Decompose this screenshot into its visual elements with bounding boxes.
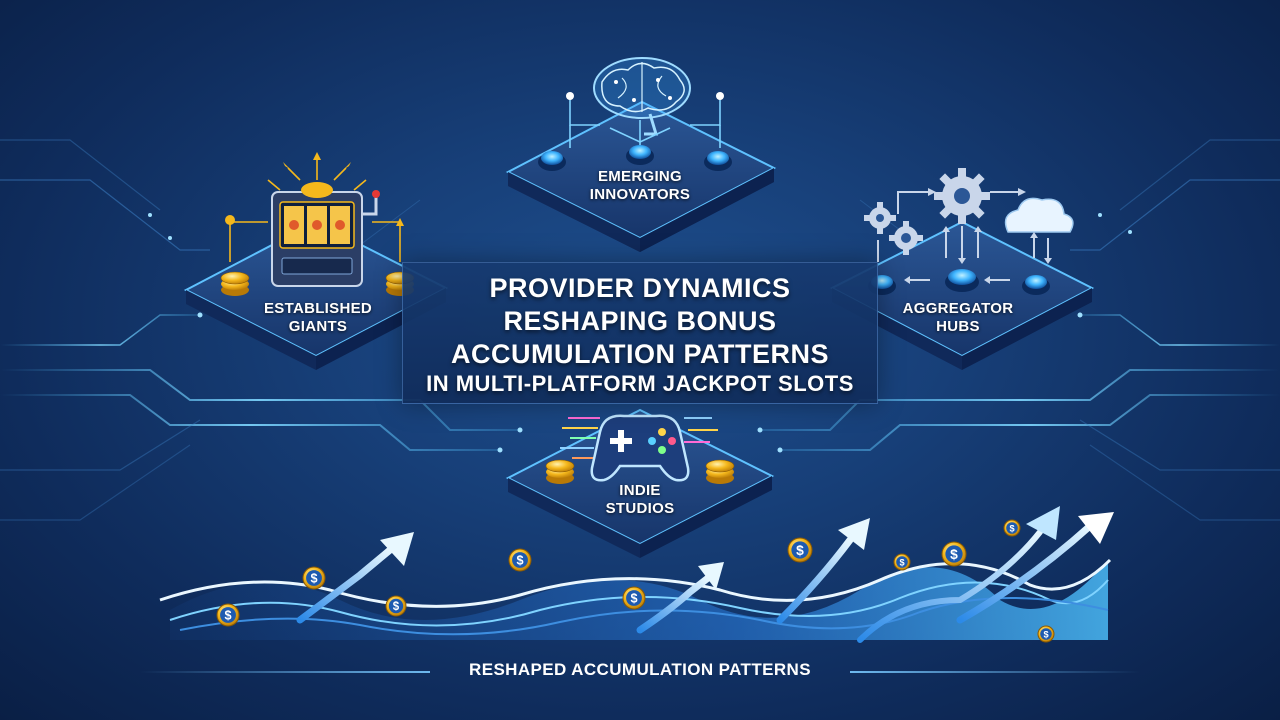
coin-symbol: $: [630, 592, 637, 606]
title-line-2: RESHAPING BONUS: [503, 306, 777, 336]
dollar-coin-icon: $: [302, 566, 326, 590]
coin-symbol: $: [899, 557, 904, 567]
title-line-3: ACCUMULATION PATTERNS: [451, 339, 829, 369]
platform-indie-studios: [505, 408, 775, 558]
node-label-emerging-innovators: EMERGING INNOVATORS: [570, 168, 710, 204]
node-label-line: HUBS: [936, 318, 980, 335]
node-button: [626, 145, 654, 165]
platform-emerging-innovators: [505, 57, 777, 252]
gamepad-icon: [590, 414, 690, 482]
title-line-4: IN MULTI-PLATFORM JACKPOT SLOTS: [426, 371, 854, 396]
node-label-aggregator-hubs: AGGREGATOR HUBS: [888, 300, 1028, 336]
node-label-indie-studios: INDIE STUDIOS: [578, 482, 702, 518]
node-button: [704, 151, 732, 171]
node-button: [1022, 275, 1050, 295]
coin-symbol: $: [1043, 629, 1048, 639]
dollar-coin-icon: $: [508, 548, 532, 572]
title-line-1: PROVIDER DYNAMICS: [489, 273, 791, 303]
footer-label: RESHAPED ACCUMULATION PATTERNS: [469, 660, 811, 679]
dollar-coin-icon: $: [622, 586, 646, 610]
coin-symbol: $: [1009, 523, 1014, 533]
growth-arrow-icon: [776, 518, 870, 624]
node-button: [538, 151, 566, 171]
coin-symbol: $: [950, 547, 958, 562]
node-label-established-giants: ESTABLISHED GIANTS: [248, 300, 388, 336]
footer-divider-left: [140, 671, 430, 673]
coin-symbol: $: [516, 554, 523, 568]
coin-symbol: $: [310, 572, 317, 586]
node-label-line: AGGREGATOR: [902, 300, 1014, 317]
coin-stack-icon: [705, 459, 735, 484]
dollar-coin-icon: $: [787, 537, 813, 563]
gear-icon: [889, 221, 923, 255]
slot-machine-icon: [271, 182, 380, 287]
growth-arrow-icon: [857, 506, 1060, 643]
gear-icon: [934, 168, 990, 224]
dollar-coin-icon: $: [893, 553, 911, 571]
cloud-icon: [1004, 197, 1074, 233]
dollar-coin-icon: $: [1003, 519, 1021, 537]
node-label-line: ESTABLISHED: [263, 300, 373, 317]
node-button: [945, 269, 979, 292]
dollar-coin-icon: $: [941, 541, 967, 567]
coin-group: $ $ $ $ $ $ $ $ $ $: [216, 519, 1055, 643]
brain-icon: [593, 57, 691, 136]
coin-symbol: $: [224, 609, 231, 623]
platform-aggregator-hubs: [829, 168, 1095, 370]
node-label-line: GIANTS: [288, 318, 348, 335]
title-panel: PROVIDER DYNAMICS RESHAPING BONUS ACCUMU…: [402, 262, 878, 404]
node-label-line: EMERGING: [597, 168, 683, 185]
growth-arrow-icon: [636, 562, 724, 634]
coin-stack-icon: [220, 271, 250, 296]
node-label-line: INDIE: [619, 482, 661, 499]
growth-arrow-icon: [296, 532, 414, 624]
coin-symbol: $: [796, 543, 804, 558]
node-label-line: INNOVATORS: [589, 186, 691, 203]
gear-icon: [864, 202, 896, 234]
coin-stack-icon: [545, 459, 575, 484]
growth-arrow-icon: [956, 512, 1114, 624]
dollar-coin-icon: $: [216, 603, 240, 627]
dollar-coin-icon: $: [1037, 625, 1055, 643]
dollar-coin-icon: $: [385, 595, 407, 617]
coin-symbol: $: [393, 601, 400, 613]
node-label-line: STUDIOS: [605, 500, 675, 517]
